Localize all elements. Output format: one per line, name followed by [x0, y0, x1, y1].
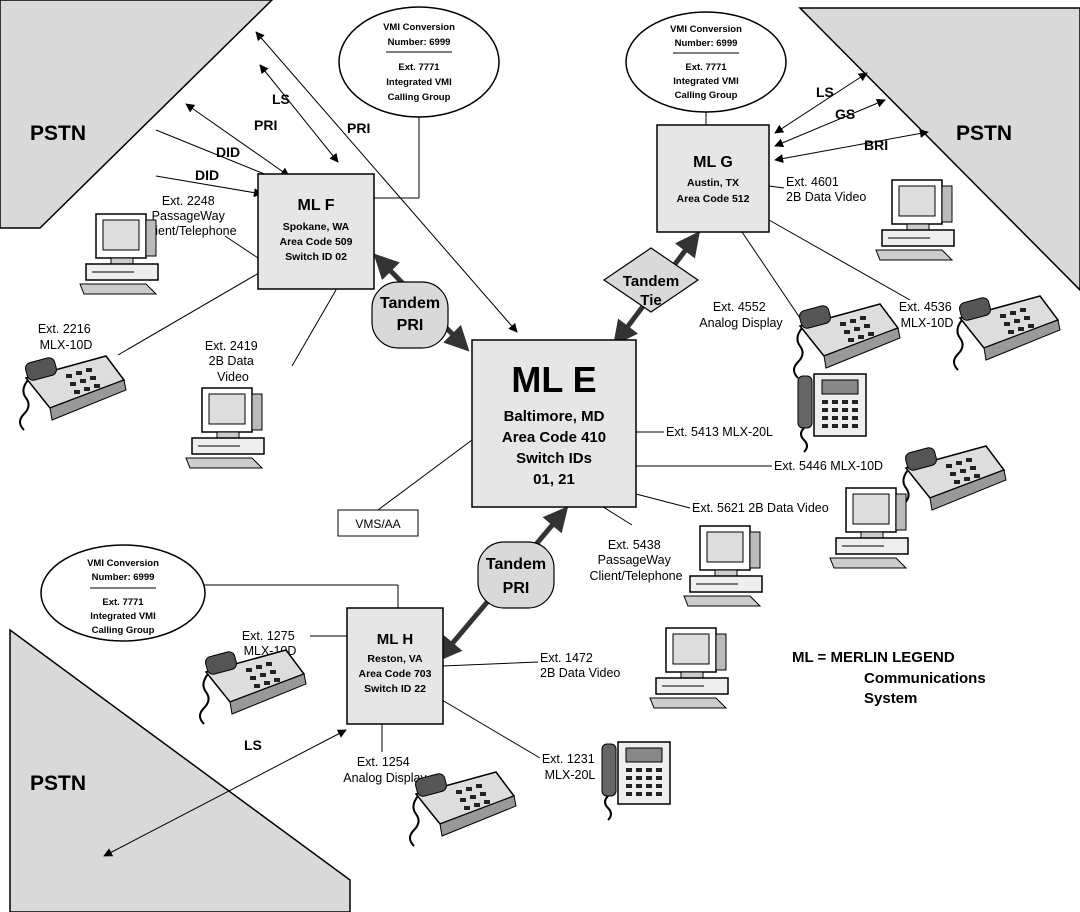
pri-label-f: PRI [254, 117, 277, 133]
tandem-pri-bubble-f: Tandem PRI [371, 281, 449, 349]
svg-text:PRI: PRI [503, 580, 530, 597]
svg-text:Switch ID 22: Switch ID 22 [364, 683, 426, 695]
computer-icon-2248 [79, 213, 159, 295]
ext-4601-label: Ext. 4601 2B Data Video [786, 175, 866, 204]
vms-aa-box: VMS/AA [337, 509, 419, 537]
vmi-ellipse-g: VMI Conversion Number: 6999 Ext. 7771 In… [625, 11, 787, 113]
phone-icon-4552 [793, 303, 901, 379]
vmi-ellipse-h: VMI Conversion Number: 6999 Ext. 7771 In… [40, 544, 206, 642]
svg-text:System: System [864, 690, 917, 707]
phone-mlx20l-icon-1231 [601, 741, 671, 821]
switch-ml-f: ML F Spokane, WA Area Code 509 Switch ID… [257, 173, 375, 290]
svg-text:Integrated VMI: Integrated VMI [90, 611, 155, 622]
tandem-tie-diamond-g: Tandem Tie [602, 247, 700, 313]
svg-text:PRI: PRI [397, 317, 424, 334]
ext-4552-label: Ext. 4552 Analog Display [699, 300, 783, 330]
switch-ml-g: ML G Austin, TX Area Code 512 [656, 124, 770, 233]
ext-2248-label: Ext. 2248 PassageWay Client/Telephone [143, 194, 236, 238]
svg-text:Switch ID 02: Switch ID 02 [285, 251, 347, 263]
phone-icon-5446 [899, 445, 1007, 521]
ext-5438-label: Ext. 5438 PassageWay Client/Telephone [589, 538, 682, 583]
svg-text:01, 21: 01, 21 [533, 471, 575, 488]
svg-text:Spokane, WA: Spokane, WA [283, 221, 350, 233]
svg-text:Communications: Communications [864, 670, 986, 687]
computer-icon-5438 [683, 525, 763, 607]
ls-label-f: LS [272, 91, 290, 107]
svg-text:Switch IDs: Switch IDs [516, 450, 592, 467]
svg-text:ML G: ML G [693, 154, 733, 171]
svg-text:Number: 6999: Number: 6999 [388, 37, 451, 48]
svg-text:Area Code 703: Area Code 703 [359, 668, 432, 680]
svg-text:Ext. 7771: Ext. 7771 [398, 62, 440, 73]
ext-5446-label: Ext. 5446 MLX-10D [774, 459, 883, 473]
phone-icon-1275 [199, 649, 307, 725]
ext-1472-label: Ext. 1472 2B Data Video [540, 651, 620, 680]
ls-label-g: LS [816, 84, 834, 100]
legend: ML = MERLIN LEGEND Communications System [792, 649, 986, 707]
pstn-top-left: PSTN [0, 0, 274, 229]
phone-icon-1254 [409, 771, 517, 847]
bri-label-g: BRI [864, 137, 888, 153]
svg-text:Area Code 410: Area Code 410 [502, 429, 606, 446]
switch-ml-h: ML H Reston, VA Area Code 703 Switch ID … [346, 607, 444, 725]
pstn-label-top-right: PSTN [956, 122, 1012, 145]
computer-icon-2419 [185, 387, 265, 469]
phone-icon-2216 [19, 355, 127, 431]
ext-5621-label: Ext. 5621 2B Data Video [692, 501, 829, 515]
pri-label-e: PRI [347, 120, 370, 136]
svg-text:Austin, TX: Austin, TX [687, 177, 739, 189]
svg-text:Integrated VMI: Integrated VMI [386, 77, 451, 88]
svg-text:Area Code 509: Area Code 509 [280, 236, 353, 248]
svg-text:Ext. 7771: Ext. 7771 [685, 62, 727, 73]
computer-icon-1472 [649, 627, 729, 709]
did-label-f2: DID [195, 167, 219, 183]
svg-text:Integrated VMI: Integrated VMI [673, 76, 738, 87]
svg-text:Area Code 512: Area Code 512 [677, 193, 750, 205]
svg-text:ML E: ML E [511, 359, 596, 400]
ext-1231-label: Ext. 1231 MLX-20L [542, 752, 598, 782]
ext-5413-label: Ext. 5413 MLX-20L [666, 425, 773, 439]
computer-icon-4601 [875, 179, 955, 261]
svg-text:VMI Conversion: VMI Conversion [670, 24, 742, 35]
svg-text:ML F: ML F [297, 197, 334, 214]
pstn-label-top-left: PSTN [30, 122, 86, 145]
phone-icon-4536 [953, 295, 1061, 371]
svg-text:ML = MERLIN LEGEND: ML = MERLIN LEGEND [792, 649, 955, 666]
svg-text:Calling Group: Calling Group [388, 92, 451, 103]
switch-ml-e: ML E Baltimore, MD Area Code 410 Switch … [471, 339, 637, 508]
tandem-pri-bubble-h: Tandem PRI [477, 541, 555, 609]
svg-text:VMI Conversion: VMI Conversion [383, 22, 455, 33]
did-label-f1: DID [216, 144, 240, 160]
svg-text:Calling Group: Calling Group [92, 625, 155, 636]
pstn-label-bottom-left: PSTN [30, 772, 86, 795]
ext-1254-label: Ext. 1254 Analog Display [343, 755, 427, 785]
ext-2419-label: Ext. 2419 2B Data Video [205, 339, 261, 384]
svg-text:Calling Group: Calling Group [675, 90, 738, 101]
svg-text:ML H: ML H [377, 631, 413, 648]
svg-text:Baltimore, MD: Baltimore, MD [504, 408, 605, 425]
computer-icon-5621 [829, 487, 909, 569]
svg-text:Tandem: Tandem [623, 273, 679, 290]
vmi-ellipse-f: VMI Conversion Number: 6999 Ext. 7771 In… [338, 6, 500, 118]
extension-labels: Ext. 2248 PassageWay Client/Telephone Ex… [38, 175, 955, 785]
connection-lines [103, 31, 929, 857]
ext-4536-label: Ext. 4536 MLX-10D [899, 300, 955, 330]
phone-mlx20l-icon-5413 [797, 373, 867, 453]
svg-text:Number: 6999: Number: 6999 [92, 572, 155, 583]
svg-text:Tandem: Tandem [380, 295, 440, 312]
ls-label-h: LS [244, 737, 262, 753]
svg-text:VMS/AA: VMS/AA [355, 517, 400, 531]
svg-text:Ext. 7771: Ext. 7771 [102, 597, 144, 608]
svg-text:Tandem: Tandem [486, 556, 546, 573]
gs-label-g: GS [835, 106, 855, 122]
svg-text:VMI Conversion: VMI Conversion [87, 558, 159, 569]
svg-text:Reston, VA: Reston, VA [367, 653, 423, 665]
pstn-top-right: PSTN [798, 7, 1080, 292]
svg-text:Number: 6999: Number: 6999 [675, 38, 738, 49]
ext-2216-label: Ext. 2216 MLX-10D [38, 322, 94, 352]
svg-text:Tie: Tie [640, 292, 661, 309]
